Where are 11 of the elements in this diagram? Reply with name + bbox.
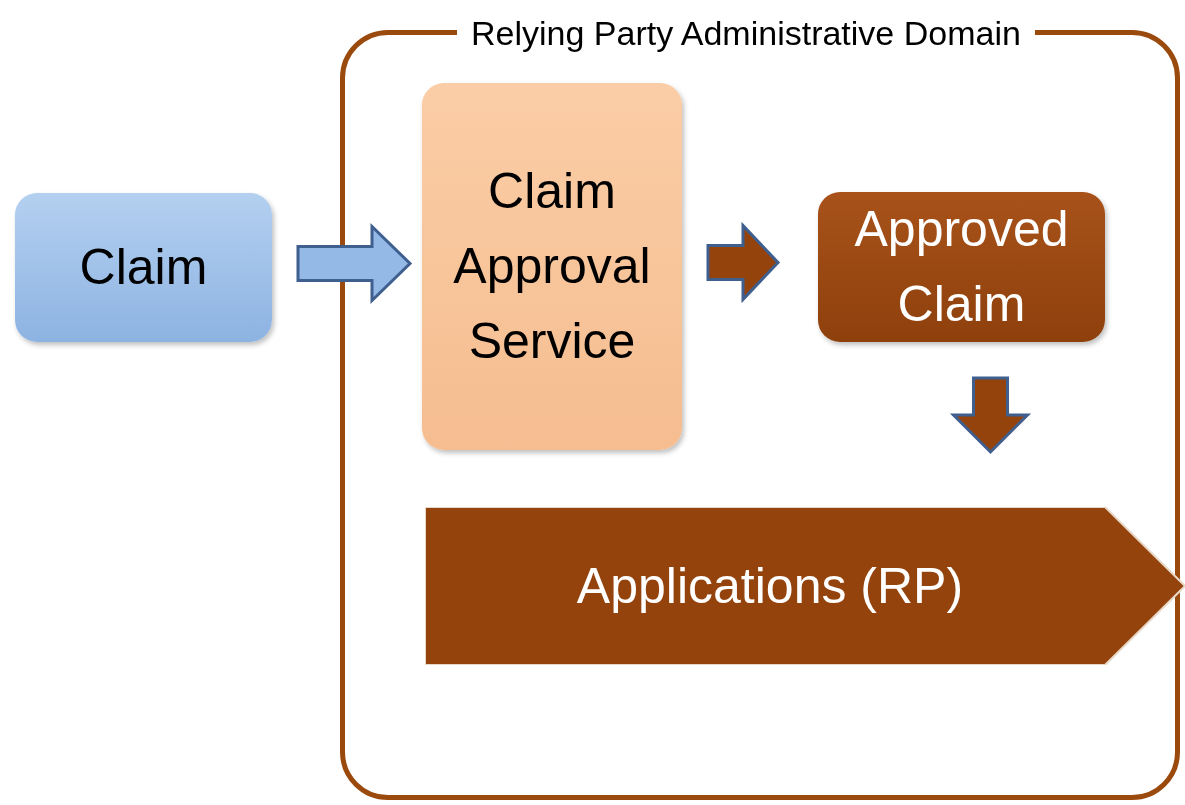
node-label: Applications (RP)	[576, 556, 964, 616]
node-label: Approved Claim	[853, 200, 1070, 334]
node-label: Claim	[79, 238, 208, 297]
process-box	[422, 83, 682, 450]
pentagon-arrow	[425, 507, 1185, 665]
block-arrow	[706, 221, 781, 304]
block-arrow	[949, 376, 1032, 455]
node-label: Claim Approval Service	[452, 162, 652, 371]
process-box	[15, 193, 272, 342]
block-arrow	[296, 222, 413, 305]
process-box	[818, 192, 1105, 342]
